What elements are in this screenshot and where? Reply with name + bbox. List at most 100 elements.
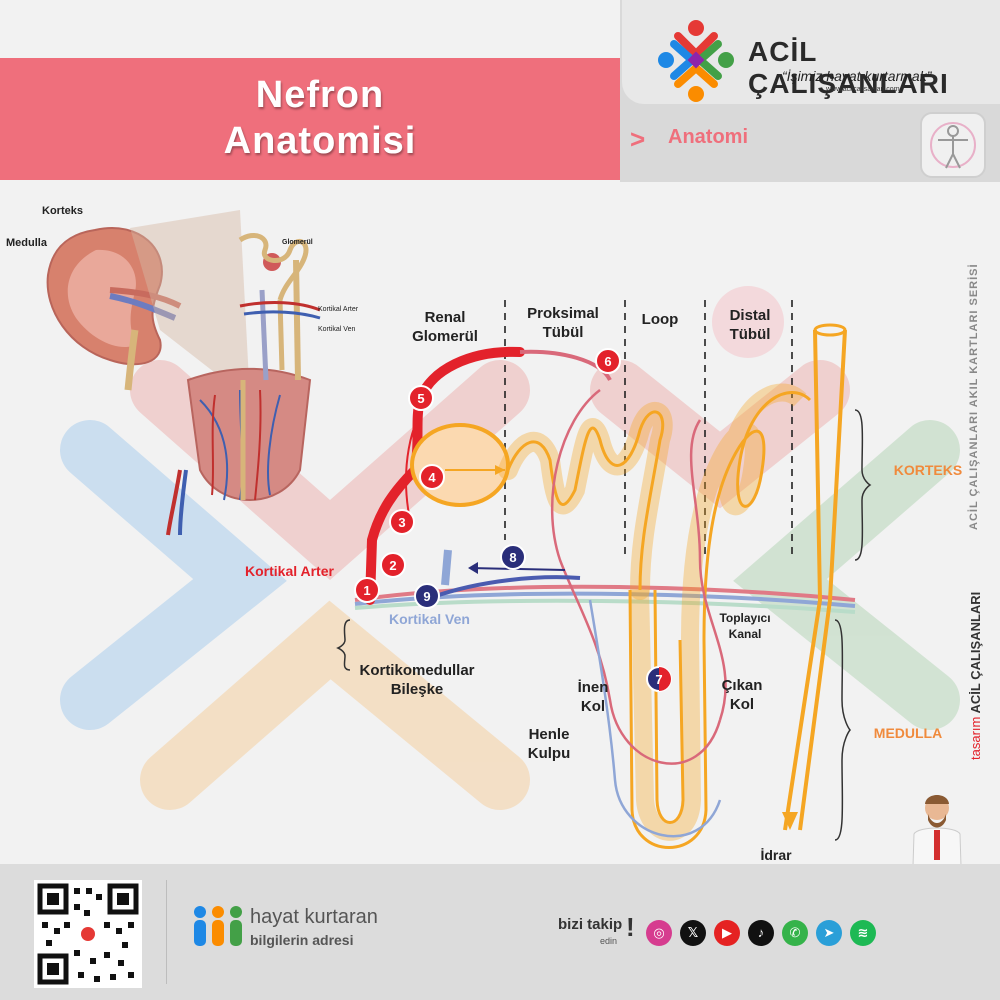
inset-label-glomerul: Glomerül — [282, 239, 313, 246]
marker-2-label: 2 — [389, 558, 396, 573]
label-inen-1: İnen — [578, 679, 609, 696]
marker-1: 1 — [354, 577, 380, 603]
instagram-icon[interactable]: ◎ — [646, 920, 672, 946]
marker-3-label: 3 — [398, 515, 405, 530]
marker-8-label: 8 — [509, 550, 516, 565]
afferent-arteriole — [365, 346, 525, 605]
marker-5-label: 5 — [417, 391, 424, 406]
vein-segment — [429, 575, 581, 600]
exclamation-icon: ! — [626, 912, 635, 942]
inset-label-medulla: Medulla — [6, 237, 48, 249]
label-cikan-1: Çıkan — [722, 677, 763, 694]
design-brand: ACİL ÇALIŞANLARI — [968, 591, 983, 714]
qr-code-graphic — [37, 883, 139, 985]
section-distal-2: Tübül — [730, 326, 771, 343]
marker-8: 8 — [500, 544, 526, 570]
whatsapp-icon[interactable]: ✆ — [782, 920, 808, 946]
label-henle-1: Henle — [529, 726, 570, 743]
cortex-section-inset — [166, 367, 312, 536]
nephron-diagram: Korteks Medulla Glomerül Kortikal Arter … — [6, 205, 962, 863]
label-kortikal-arter: Kortikal Arter — [245, 563, 335, 579]
medulla-brace — [834, 619, 851, 841]
section-loop: Loop — [642, 311, 679, 328]
label-cikan-2: Kol — [730, 696, 754, 713]
marker-7: 7 — [646, 666, 672, 692]
follow-subtext: edin — [600, 936, 618, 946]
peritubular-capillary-red — [550, 389, 722, 765]
qr-code-icon[interactable] — [34, 880, 142, 988]
nephron-inset — [238, 233, 321, 381]
marker-9-label: 9 — [423, 589, 430, 604]
label-henle-2: Kulpu — [528, 745, 571, 762]
label-idrar: İdrar — [760, 847, 792, 863]
inset-label-kortikal-ven: Kortikal Ven — [318, 326, 355, 333]
collecting-duct-top — [813, 323, 847, 337]
inset-label-kortikal-arter: Kortikal Arter — [318, 306, 359, 313]
loop-inner — [653, 589, 685, 824]
follow-text: bizi takip — [558, 916, 623, 933]
section-renal-2: Glomerül — [412, 328, 478, 345]
vein-arrow-head — [468, 562, 478, 574]
label-inen-2: Kol — [581, 698, 605, 715]
telegram-icon[interactable]: ➤ — [816, 920, 842, 946]
marker-2: 2 — [380, 552, 406, 578]
section-proksimal-1: Proksimal — [527, 305, 599, 322]
vein-vertical — [441, 549, 452, 586]
kidney-inset — [46, 210, 250, 400]
marker-4-label: 4 — [428, 470, 436, 485]
design-vertical-text: tasarım ACİL ÇALIŞANLARI — [968, 592, 983, 760]
loop-fill — [631, 383, 807, 841]
bowman-capsule — [410, 423, 510, 507]
header: Nefron Anatomisi ACİL ÇALIŞANLARI “İşimi… — [0, 0, 1000, 182]
brand-url: www.acilcalisanlari.com — [826, 86, 900, 93]
title-band — [0, 58, 622, 180]
proximal-tubule — [506, 410, 665, 591]
section-distal-1: Distal — [730, 307, 771, 324]
peritubular-capillary-blue — [588, 599, 722, 838]
label-korteks: KORTEKS — [894, 462, 962, 478]
label-kortikomedullar-2: Bileşke — [391, 681, 444, 698]
spotify-icon[interactable]: ≋ — [850, 920, 876, 946]
idrar-arrow-head — [782, 812, 798, 830]
inset-label-korteks: Korteks — [42, 205, 83, 217]
marker-3: 3 — [389, 509, 415, 535]
marker-4: 4 — [419, 464, 445, 490]
tiktok-icon[interactable]: ♪ — [748, 920, 774, 946]
design-prefix: tasarım — [968, 716, 983, 760]
marker-1-label: 1 — [363, 583, 370, 598]
label-kortikal-ven: Kortikal Ven — [389, 611, 470, 627]
label-toplayici-2: Kanal — [729, 627, 762, 641]
collecting-duct-wall — [798, 329, 847, 831]
youtube-icon[interactable]: ▶ — [714, 920, 740, 946]
marker-9: 9 — [414, 583, 440, 609]
korteks-brace — [854, 409, 872, 561]
x-icon[interactable]: 𝕏 — [680, 920, 706, 946]
footer-divider — [166, 880, 167, 984]
chevron-right-icon: > — [630, 124, 646, 154]
brand-name: ACİL ÇALIŞANLARI — [748, 36, 949, 99]
label-toplayici-1: Toplayıcı — [719, 611, 770, 625]
glomerulus-arrow-head — [495, 465, 505, 475]
marker-5: 5 — [408, 385, 434, 411]
marker-6-label: 6 — [604, 354, 611, 369]
peritubular-capillary-red-2 — [689, 419, 727, 721]
efferent-arteriole — [519, 349, 612, 382]
category-label: Anatomi — [668, 126, 748, 148]
brand-slogan: “İşimiz hayat kurtarmak” — [782, 68, 932, 84]
page-title: Nefron Anatomisi — [150, 72, 490, 164]
section-dividers — [504, 300, 793, 560]
people-icon — [194, 906, 242, 946]
collecting-duct — [783, 329, 823, 831]
label-kortikomedullar-1: Kortikomedullar — [359, 662, 474, 679]
section-proksimal-2: Tübül — [543, 324, 584, 341]
loop-of-henle — [628, 391, 812, 849]
distal-highlight — [712, 286, 784, 358]
bileske-brace — [336, 619, 351, 671]
series-vertical-text: ACİL ÇALIŞANLARI AKIL KARTLARI SERİSİ — [968, 263, 980, 530]
title-line-1: Nefron — [255, 74, 385, 116]
footer-slogan-1: hayat kurtaran — [250, 906, 378, 928]
marker-6: 6 — [595, 348, 621, 374]
brand-logo-icon — [658, 20, 734, 102]
body-figure-icon — [920, 112, 986, 178]
marker-7-label: 7 — [655, 672, 662, 687]
